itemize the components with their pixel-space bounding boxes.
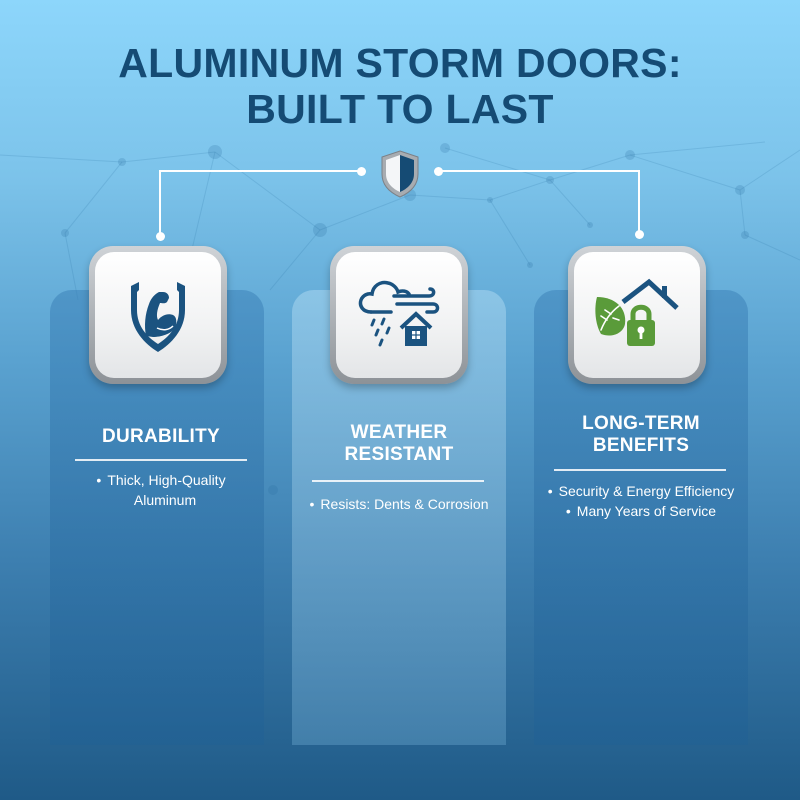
- benefits-icon-card: [568, 246, 706, 384]
- connector-dot: [357, 167, 366, 176]
- title-line-2: BUILT TO LAST: [246, 86, 554, 132]
- benefits-heading: LONG-TERM BENEFITS: [582, 413, 700, 456]
- shield-icon: [381, 150, 419, 198]
- connector-dot: [434, 167, 443, 176]
- weather-heading: WEATHER RESISTANT: [344, 422, 454, 465]
- benefits-divider: [554, 469, 726, 471]
- durability-divider: [75, 459, 247, 461]
- bullet-item: Resists: Dents & Corrosion: [292, 494, 506, 514]
- durability-bullets: Thick, High-Quality Aluminum: [50, 470, 272, 510]
- bullet-item: Security & Energy Efficiency: [534, 481, 748, 501]
- durability-icon-card: [89, 246, 227, 384]
- weather-icon-card: [330, 246, 468, 384]
- connector-dot: [156, 232, 165, 241]
- connector-right-vertical: [638, 170, 640, 234]
- flexed-arm-shield-icon: [131, 282, 185, 352]
- storm-cloud-house-icon: [358, 280, 440, 347]
- connector-right-horizontal: [438, 170, 640, 172]
- bullet-item: Thick, High-Quality: [50, 470, 272, 490]
- connector-left-vertical: [159, 170, 161, 236]
- connector-left-horizontal: [159, 170, 361, 172]
- house-leaf-lock-icon: [595, 278, 679, 346]
- benefits-bullets: Security & Energy Efficiency Many Years …: [534, 481, 748, 521]
- durability-heading: DURABILITY: [101, 426, 221, 447]
- bullet-item-continuation: Aluminum: [133, 492, 197, 508]
- page-title: ALUMINUM STORM DOORS: BUILT TO LAST: [0, 40, 800, 132]
- connector-dot: [635, 230, 644, 239]
- bullet-item: Many Years of Service: [534, 501, 748, 521]
- weather-divider: [312, 480, 484, 482]
- title-line-1: ALUMINUM STORM DOORS:: [118, 40, 682, 86]
- weather-bullets: Resists: Dents & Corrosion: [292, 494, 506, 514]
